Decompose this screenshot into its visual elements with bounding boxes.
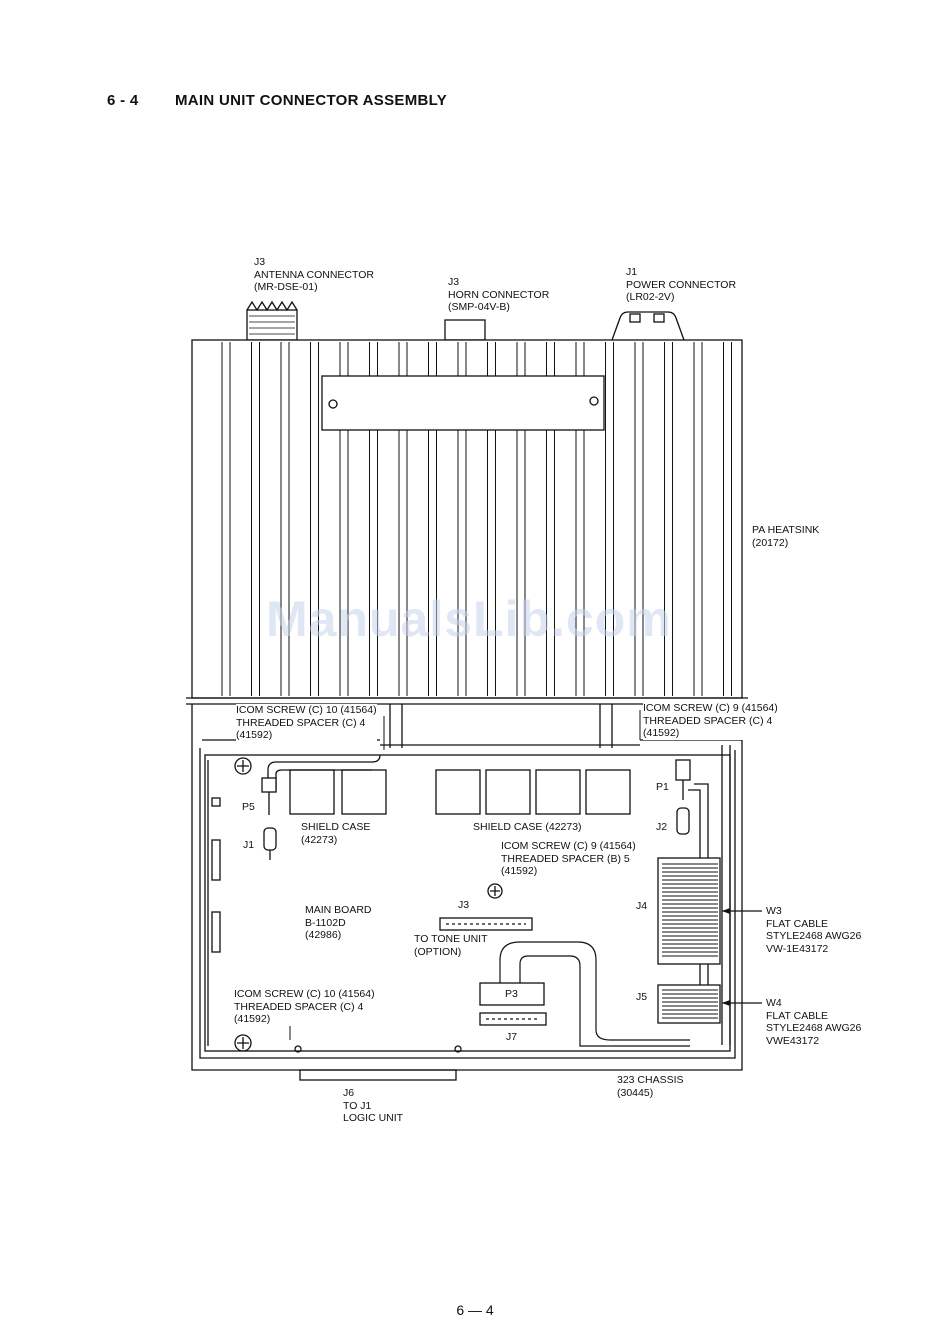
label-main-board: MAIN BOARD B-1102D (42986) — [305, 904, 372, 942]
section-title: MAIN UNIT CONNECTOR ASSEMBLY — [175, 92, 448, 109]
main-board — [204, 754, 731, 1053]
section-number: 6 - 4 — [107, 92, 139, 109]
w3-arrow-icon — [722, 908, 730, 914]
horn-connector — [444, 319, 486, 341]
j5-flat-cable — [657, 984, 762, 1024]
w4-arrow-icon — [722, 1000, 730, 1006]
label-horn-connector: J3 HORN CONNECTOR (SMP-04V-B) — [448, 276, 550, 314]
label-j1: J1 — [243, 839, 255, 851]
watermark: ManualsLib.com — [266, 591, 672, 647]
label-screw-top-right: ICOM SCREW (C) 9 (41564) THREADED SPACER… — [643, 702, 778, 740]
p1-j2-connectors — [675, 759, 709, 1020]
page-number: 6 — 4 — [456, 1302, 494, 1318]
label-antenna-connector: J3 ANTENNA CONNECTOR (MR-DSE-01) — [254, 256, 374, 294]
label-shield-case-left: SHIELD CASE (42273) — [301, 821, 371, 846]
label-screw-top-left: ICOM SCREW (C) 10 (41564) THREADED SPACE… — [236, 704, 377, 742]
label-j2: J2 — [656, 821, 668, 833]
label-screw-bottom-left: ICOM SCREW (C) 10 (41564) THREADED SPACE… — [234, 988, 375, 1026]
label-p5: P5 — [242, 801, 255, 813]
p5-j1-connectors — [261, 754, 381, 860]
label-tone-unit: TO TONE UNIT (OPTION) — [414, 933, 488, 958]
label-j6-logic-unit: J6 TO J1 LOGIC UNIT — [343, 1087, 404, 1125]
label-shield-case-right: SHIELD CASE (42273) — [473, 821, 582, 833]
chassis — [191, 704, 743, 1081]
pa-heatsink — [186, 339, 748, 705]
label-chassis: 323 CHASSIS (30445) — [617, 1074, 684, 1099]
label-j3-tone: J3 — [458, 899, 470, 911]
label-w4-flat-cable: W4 FLAT CABLE STYLE2468 AWG26 VWE43172 — [766, 997, 862, 1047]
label-j7: J7 — [506, 1031, 518, 1043]
power-connector — [611, 311, 685, 341]
label-p1: P1 — [656, 781, 669, 793]
label-j5: J5 — [636, 991, 648, 1003]
label-power-connector: J1 POWER CONNECTOR (LR02-2V) — [626, 266, 737, 304]
label-j4: J4 — [636, 900, 648, 912]
j4-flat-cable — [657, 857, 762, 965]
antenna-connector — [246, 300, 298, 341]
label-pa-heatsink: PA HEATSINK (20172) — [752, 524, 820, 549]
label-p3: P3 — [505, 988, 518, 1000]
label-screw-middle: ICOM SCREW (C) 9 (41564) THREADED SPACER… — [501, 840, 636, 878]
label-w3-flat-cable: W3 FLAT CABLE STYLE2468 AWG26 VW-1E43172 — [766, 905, 862, 955]
